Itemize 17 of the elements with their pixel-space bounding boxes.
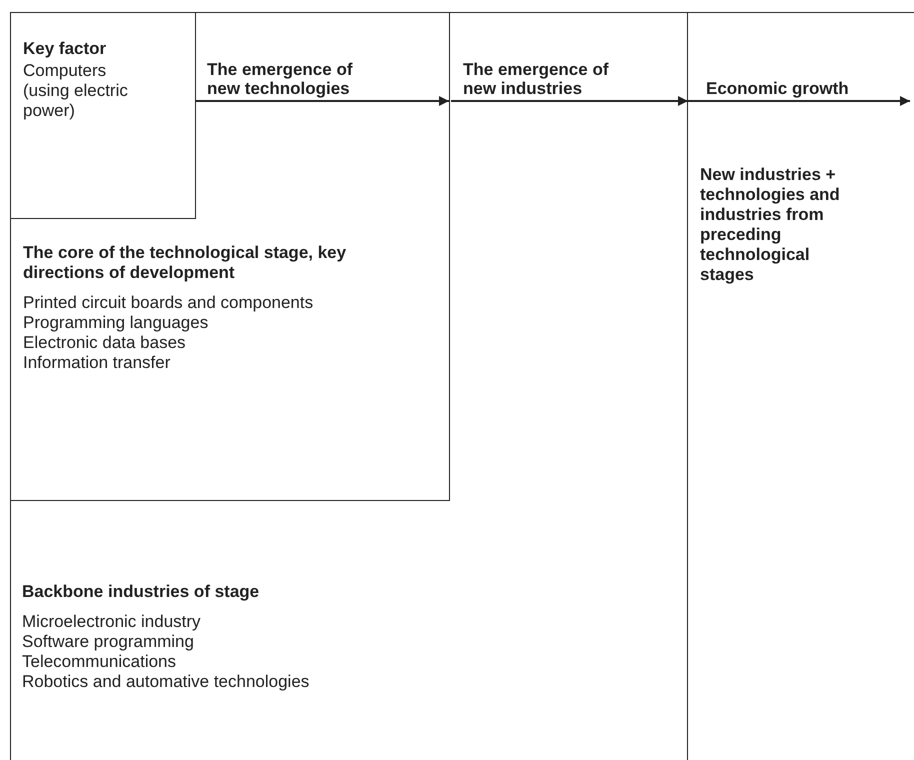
list-item: Information transfer: [23, 353, 172, 373]
description-text: New industries + technologies and industries from preceding technological stages: [700, 165, 841, 285]
heading: The core of the technological stage, key directions of development: [23, 243, 348, 283]
list-item: Robotics and automative technologies: [22, 672, 310, 692]
key-factor-box: [11, 13, 196, 219]
list-item: Microelectronic industry: [22, 612, 202, 632]
list-item: Software programming: [22, 632, 195, 652]
list-item: Printed circuit boards and components: [23, 293, 314, 313]
list-item: Telecommunications: [22, 652, 178, 672]
description-text: Computers (using electric power): [23, 61, 129, 121]
list-item: Electronic data bases: [23, 333, 187, 353]
arrow: [451, 96, 688, 106]
arrow: [195, 96, 449, 106]
heading: Key factor: [23, 39, 108, 59]
arrow: [688, 96, 910, 106]
heading: Backbone industries of stage: [22, 582, 260, 602]
list-item: Programming languages: [23, 313, 210, 333]
